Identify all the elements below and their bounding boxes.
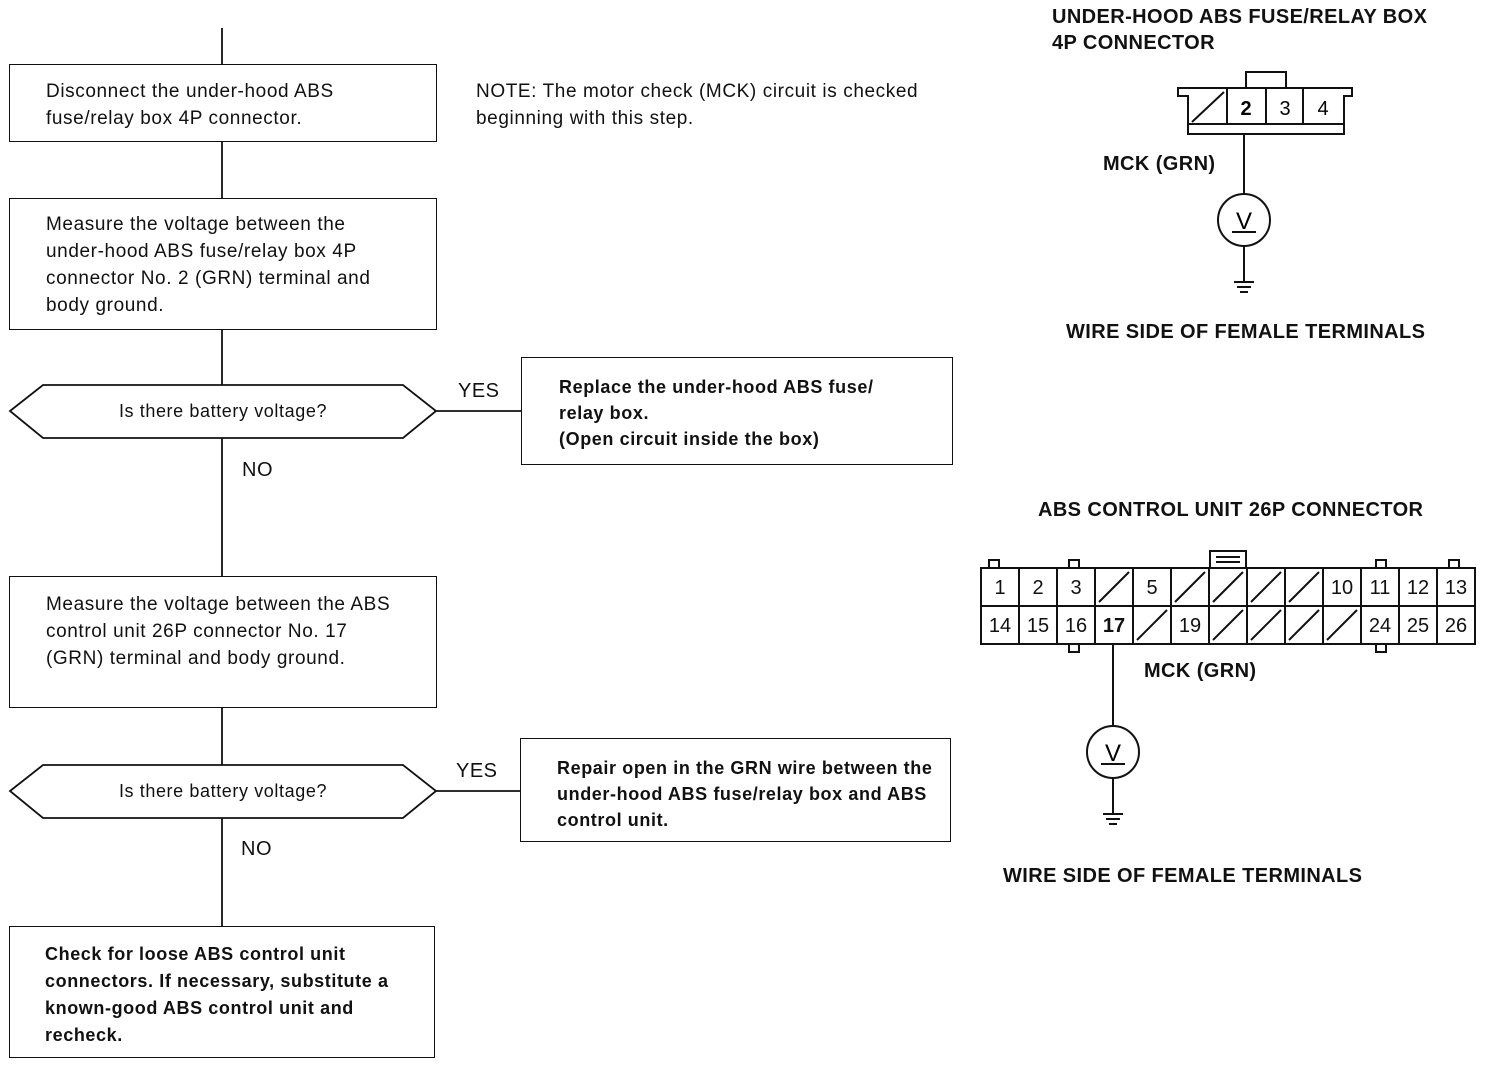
connector-26p-title: ABS CONTROL UNIT 26P CONNECTOR <box>1038 499 1424 521</box>
blank-cavity-slash <box>1288 609 1320 641</box>
decision-1-text: Is there battery voltage? <box>118 401 328 421</box>
blank-cavity-slash <box>1098 571 1130 603</box>
voltmeter-4p-symbol: V <box>1236 208 1252 235</box>
pin-26p-10: 10 <box>1331 577 1353 599</box>
replace-line-2: relay box. <box>559 403 650 423</box>
blank-cavity-slash <box>1288 571 1320 603</box>
pin-26p-1: 1 <box>994 577 1005 599</box>
step-measure-26p-text: Measure the voltage between the ABS cont… <box>46 594 391 669</box>
pin-26p-24: 24 <box>1369 615 1391 637</box>
blank-cavity-slash <box>1212 571 1244 603</box>
repair-box: Repair open in the GRN wire between the … <box>520 738 951 842</box>
step-check-box: Check for loose ABS control unit connect… <box>9 926 435 1058</box>
blank-cavity-slash <box>1250 609 1282 641</box>
yes-label-2: YES <box>456 760 498 782</box>
no-label-2: NO <box>241 838 272 860</box>
pin-4p-4: 4 <box>1317 98 1328 120</box>
pin-26p-25: 25 <box>1407 615 1429 637</box>
connector-4p-footer: WIRE SIDE OF FEMALE TERMINALS <box>1066 321 1426 343</box>
pin-26p-15: 15 <box>1027 615 1049 637</box>
pin-26p-11: 11 <box>1370 577 1391 599</box>
blank-cavity-slash <box>1136 609 1168 641</box>
step-disconnect-text: Disconnect the under-hood ABS fuse/relay… <box>46 81 334 129</box>
blank-cavity-slash <box>1326 609 1358 641</box>
pin-4p-2: 2 <box>1240 98 1251 120</box>
note-text: NOTE: The motor check (MCK) circuit is c… <box>476 81 919 129</box>
decision-2-text: Is there battery voltage? <box>118 781 328 801</box>
step-measure-26p-box: Measure the voltage between the ABS cont… <box>9 576 437 708</box>
pin-26p-19: 19 <box>1179 615 1201 637</box>
replace-box: Replace the under-hood ABS fuse/ relay b… <box>521 357 953 465</box>
pin-26p-17: 17 <box>1103 615 1125 637</box>
pin-26p-12: 12 <box>1407 577 1429 599</box>
pin-26p-14: 14 <box>989 615 1011 637</box>
blank-cavity-slash <box>1250 571 1282 603</box>
step-measure-4p-text: Measure the voltage between the under-ho… <box>46 214 371 316</box>
repair-text: Repair open in the GRN wire between the … <box>557 758 933 830</box>
pin-4p-3: 3 <box>1279 98 1290 120</box>
step-disconnect-box: Disconnect the under-hood ABS fuse/relay… <box>9 64 437 142</box>
no-label-1: NO <box>242 459 273 481</box>
pin-26p-2: 2 <box>1032 577 1043 599</box>
replace-line-3: (Open circuit inside the box) <box>559 429 820 449</box>
voltmeter-26p-symbol: V <box>1105 740 1121 767</box>
pin-26p-3: 3 <box>1070 577 1081 599</box>
connector-4p-title: UNDER-HOOD ABS FUSE/RELAY BOX 4P CONNECT… <box>1052 4 1427 56</box>
pin-26p-13: 13 <box>1445 577 1467 599</box>
step-measure-4p-box: Measure the voltage between the under-ho… <box>9 198 437 330</box>
decision-1-shape <box>8 384 438 439</box>
blank-cavity-slash <box>1212 609 1244 641</box>
connector-26p-wire-label: MCK (GRN) <box>1144 660 1257 682</box>
connector-4p-title-line-2: 4P CONNECTOR <box>1052 32 1215 54</box>
connector-4p-wire-label: MCK (GRN) <box>1103 153 1216 175</box>
pin-26p-5: 5 <box>1146 577 1157 599</box>
yes-label-1: YES <box>458 380 500 402</box>
decision-2-shape <box>8 764 438 819</box>
pin-26p-16: 16 <box>1065 615 1087 637</box>
step-check-text: Check for loose ABS control unit connect… <box>45 944 389 1045</box>
blank-cavity-slash <box>1174 571 1206 603</box>
connector-26p-footer: WIRE SIDE OF FEMALE TERMINALS <box>1003 865 1363 887</box>
replace-line-1: Replace the under-hood ABS fuse/ <box>559 377 874 397</box>
connector-4p-title-line-1: UNDER-HOOD ABS FUSE/RELAY BOX <box>1052 6 1428 28</box>
pin-26p-26: 26 <box>1445 615 1467 637</box>
